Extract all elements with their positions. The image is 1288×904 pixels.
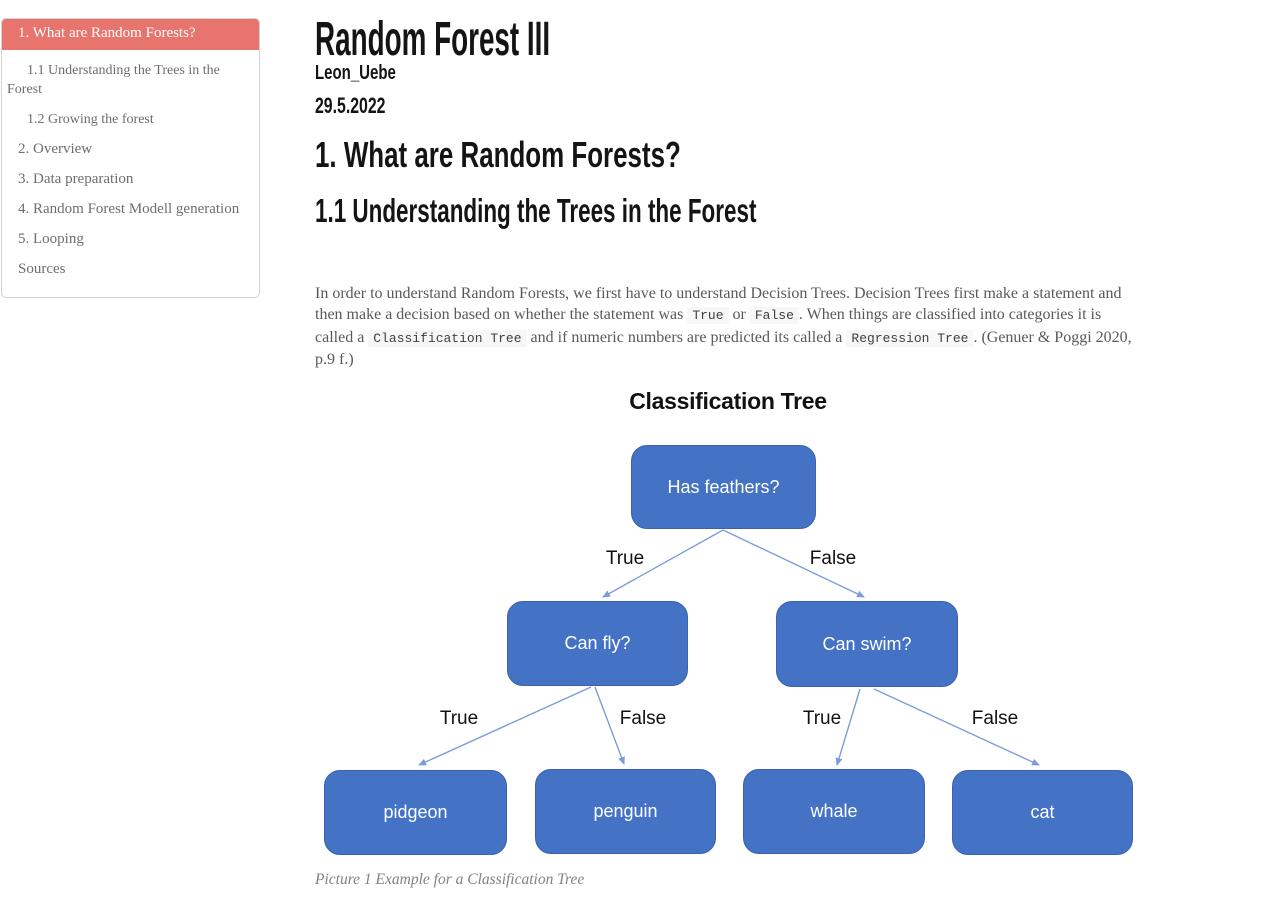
inline-code: False xyxy=(749,307,799,325)
toc-item-2[interactable]: 1.1 Understanding the Trees in the Fores… xyxy=(7,63,220,97)
toc-item-5[interactable]: 3. Data preparation xyxy=(18,171,134,187)
figure-caption: Picture 1 Example for a Classification T… xyxy=(315,871,585,888)
toc-item-1[interactable]: 1. What are Random Forests? xyxy=(2,19,259,50)
toc-item-3[interactable]: 1.2 Growing the forest xyxy=(27,112,154,127)
author-name: Leon_Uebe xyxy=(315,62,396,84)
branch-label-true-5: True xyxy=(802,708,842,729)
tree-node-right: Can swim? xyxy=(776,601,958,687)
section-heading-1-1: 1.1 Understanding the Trees in the Fores… xyxy=(315,192,757,229)
paragraph-text: and if numeric numbers are predicted its… xyxy=(526,328,847,346)
branch-label-false-6: False xyxy=(971,708,1019,729)
inline-code: Regression Tree xyxy=(846,329,974,347)
page-title: Random Forest III xyxy=(315,13,551,66)
paragraph-text: . (Genuer & Poggi 2020, p.9 f.) xyxy=(315,328,1132,369)
inline-code: True xyxy=(687,307,729,325)
body-paragraph: In order to understand Random Forests, w… xyxy=(315,283,1139,371)
paragraph-text: or xyxy=(728,306,750,324)
table-of-contents: 1. What are Random Forests? 1.1 Understan… xyxy=(1,18,260,298)
branch-label-false-4: False xyxy=(619,708,667,729)
branch-label-true-3: True xyxy=(439,708,479,729)
document-date: 29.5.2022 xyxy=(315,93,386,118)
tree-node-left: Can fly? xyxy=(507,601,688,686)
toc-item-6[interactable]: 4. Random Forest Modell generation xyxy=(18,201,240,217)
tree-node-root: Has feathers? xyxy=(631,445,816,529)
figure-title: Classification Tree xyxy=(629,388,827,414)
paragraph-text: In order to understand Random Forests, w… xyxy=(315,285,1122,324)
toc-item-8[interactable]: Sources xyxy=(18,261,66,277)
tree-node-leaf4: cat xyxy=(952,770,1133,855)
section-heading-1: 1. What are Random Forests? xyxy=(315,134,681,175)
branch-label-true-1: True xyxy=(605,548,645,569)
inline-code: Classification Tree xyxy=(368,329,527,347)
branch-label-false-2: False xyxy=(809,548,857,569)
tree-node-leaf2: penguin xyxy=(535,769,716,854)
classification-tree-image: Classification Tree Has feathers? Can fly… xyxy=(315,380,1141,862)
tree-node-leaf1: pidgeon xyxy=(324,770,507,855)
toc-item-4[interactable]: 2. Overview xyxy=(18,141,93,157)
tree-node-leaf3: whale xyxy=(743,769,925,854)
paragraph-text: . When things are classified into catego… xyxy=(315,306,1102,346)
toc-item-7[interactable]: 5. Looping xyxy=(18,231,84,247)
